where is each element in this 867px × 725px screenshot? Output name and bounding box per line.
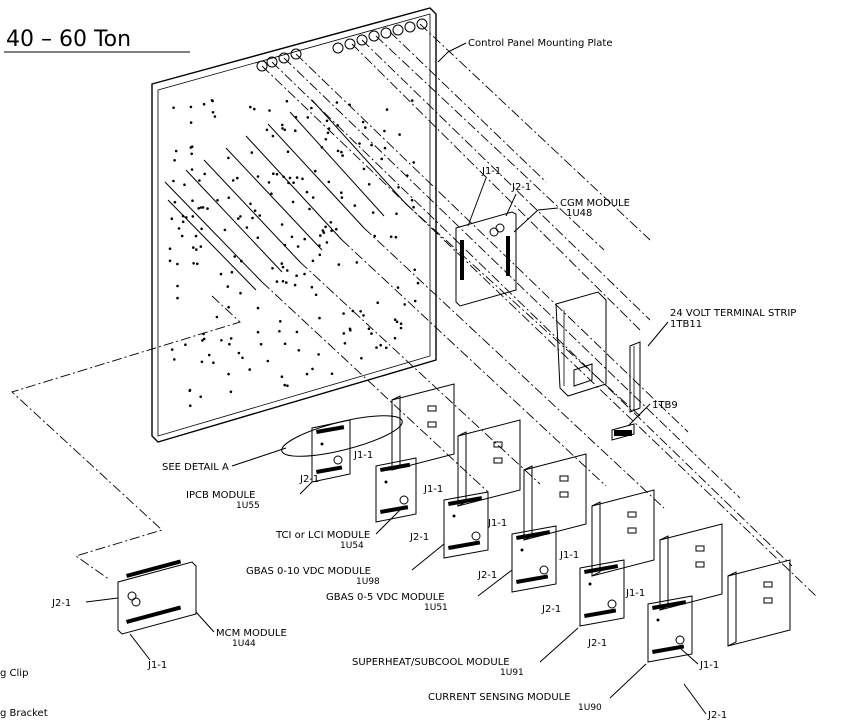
cgm-id-label: 1U48 [566, 208, 592, 219]
mounting-plate-label: Control Panel Mounting Plate [468, 38, 612, 49]
current-id-label: 1U90 [578, 703, 602, 713]
tci-module-label: TCI or LCI MODULE [275, 530, 370, 541]
detail-a-oval [281, 415, 403, 457]
terminal-strip-label: 24 VOLT TERMINAL STRIP [670, 308, 796, 319]
current-j1-label: J1-1 [699, 660, 719, 671]
tci-j1-label: J1-1 [423, 484, 443, 495]
terminal-strip-1tb11 [629, 341, 641, 413]
current-module-label: CURRENT SENSING MODULE [428, 692, 571, 703]
gbas5-module-label: GBAS 0-5 VDC MODULE [326, 592, 445, 603]
terminal-1tb9 [611, 423, 635, 441]
gbas10-module-label: GBAS 0-10 VDC MODULE [246, 566, 371, 577]
mcm-j2-label: J2-1 [51, 598, 71, 609]
bracket-label: g Bracket [0, 708, 48, 719]
clip-label: g Clip [0, 668, 28, 679]
superheat-j2-label: J2-1 [587, 638, 607, 649]
tb9-label: 1TB9 [652, 400, 678, 411]
superheat-j1-label: J1-1 [625, 588, 645, 599]
cgm-module [455, 211, 517, 307]
ipcb-j2-label: J2-1 [299, 474, 319, 485]
cgm-j1-label: J1-1 [481, 166, 501, 177]
superheat-module-label: SUPERHEAT/SUBCOOL MODULE [352, 657, 510, 668]
gbas5-id-label: 1U51 [424, 603, 448, 613]
gbas10-id-label: 1U98 [356, 577, 380, 587]
ipcb-j1-label: J1-1 [353, 450, 373, 461]
ipcb-module-label: IPCB MODULE [186, 490, 255, 501]
gbas5-j2-label: J2-1 [541, 604, 561, 615]
see-detail-label: SEE DETAIL A [162, 462, 229, 473]
mcm-id-label: 1U44 [232, 639, 256, 649]
mcm-j1-label: J1-1 [147, 660, 167, 671]
cgm-j2-label: J2-1 [511, 182, 531, 193]
explosion-lines [11, 23, 817, 597]
mcm-module [117, 559, 197, 635]
mcm-module-label: MCM MODULE [216, 628, 287, 639]
plate-rails [164, 99, 407, 291]
module-assemblies [311, 383, 791, 663]
cgm-module-label: CGM MODULE [560, 198, 630, 209]
diagram-title: 40 – 60 Ton [6, 27, 131, 52]
ipcb-id-label: 1U55 [236, 501, 260, 511]
control-panel-mounting-plate [151, 7, 437, 443]
tci-j2-label: J2-1 [409, 532, 429, 543]
plate-dots [168, 99, 420, 408]
plate-holes [256, 18, 428, 72]
terminal-strip-bracket [555, 291, 607, 397]
current-j2-label: J2-1 [707, 710, 727, 721]
superheat-id-label: 1U91 [500, 668, 524, 678]
gbas10-j1-label: J1-1 [487, 518, 507, 529]
tci-id-label: 1U54 [340, 541, 364, 551]
gbas10-j2-label: J2-1 [477, 570, 497, 581]
terminal-strip-id-label: 1TB11 [670, 319, 702, 330]
gbas5-j1-label: J1-1 [559, 550, 579, 561]
